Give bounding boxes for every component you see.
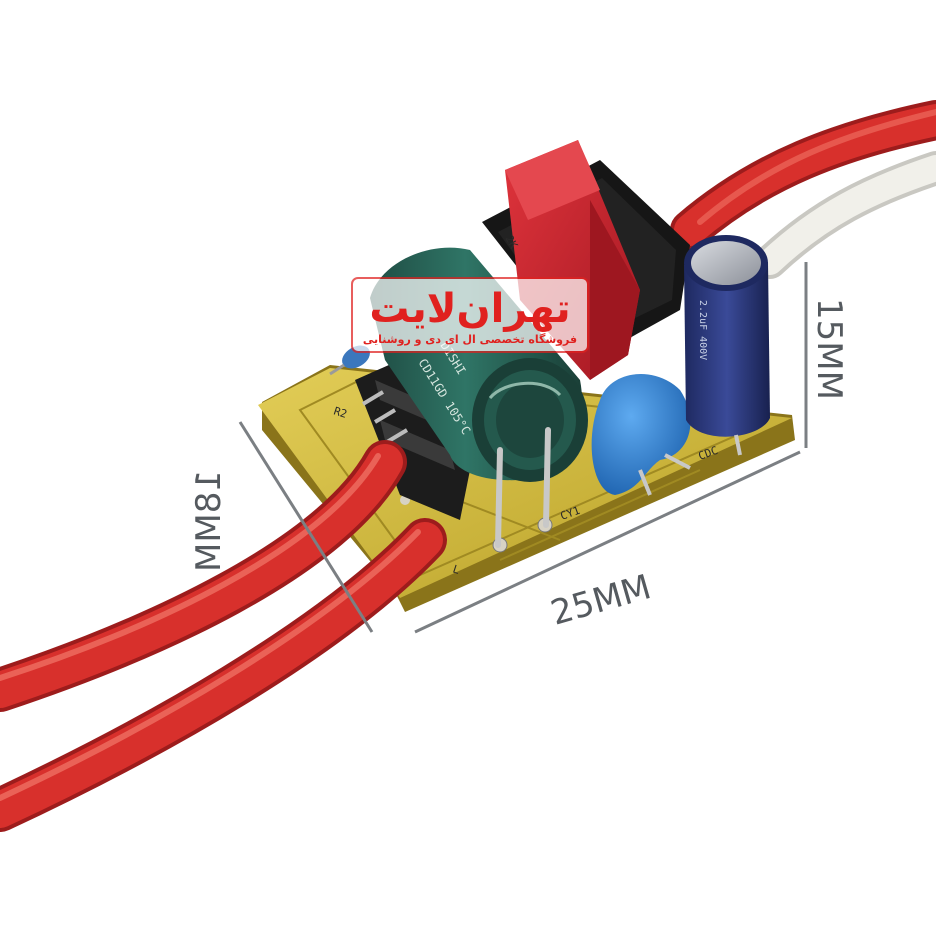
width-dimension-line (414, 450, 801, 634)
pcb-label-cy1: CY1 (559, 504, 582, 523)
depth-dimension-line (238, 421, 374, 633)
watermark-title: تهران‌لایت (369, 286, 570, 332)
transformer-mark: 2K (502, 233, 520, 251)
watermark-subtitle: فروشگاه تخصصی ال ای دی و روشنایی (363, 333, 577, 346)
pcb-label-cdc: CDC (697, 444, 720, 463)
watermark: تهران‌لایت فروشگاه تخصصی ال ای دی و روشن… (351, 277, 589, 353)
output-wires (670, 100, 936, 279)
blue-capacitor: 2.2uF 400V (684, 235, 770, 456)
height-label: 15MM (809, 298, 849, 400)
ceramic-capacitor (591, 373, 691, 496)
transformer: 2K (482, 140, 690, 380)
pcb-label-r2: R2 (332, 404, 349, 420)
pcb-label-l: L (451, 562, 462, 577)
depth-label: 18MM (189, 470, 229, 572)
input-wires (0, 440, 447, 832)
blue-cap-spec: 2.2uF 400V (697, 300, 708, 360)
